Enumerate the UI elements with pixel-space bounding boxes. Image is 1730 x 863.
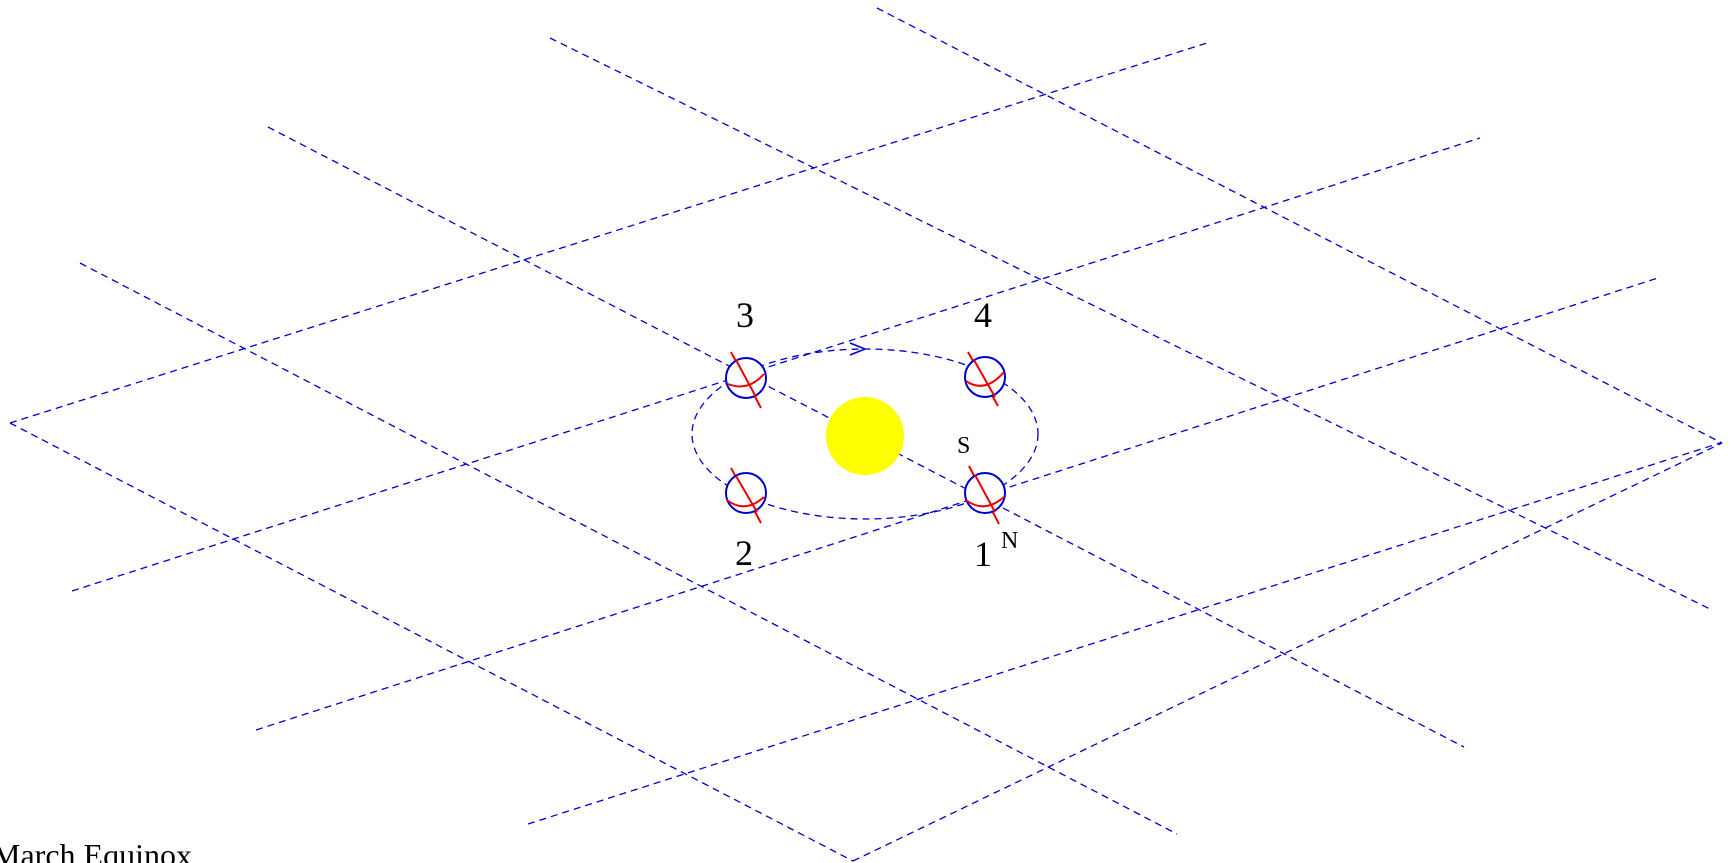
earth-label-1: 1 [974,534,992,574]
earth-axis-inner [735,359,757,398]
earth-label-2: 2 [735,533,753,573]
north-pole-label: N [1001,528,1018,554]
earth-label-4: 4 [974,295,992,335]
grid-line [876,7,1723,444]
sun [826,397,904,475]
grid-line [852,442,1723,862]
ecliptic-grid [9,7,1723,862]
earth-3 [725,351,767,409]
earth-globe [964,356,1006,398]
diagram-caption: March Equinox [0,837,192,863]
earth-equator [726,496,765,508]
earth-equator [965,496,1005,508]
arrow-icon [849,342,868,356]
grid-line [9,422,854,862]
grid-line [527,442,1721,825]
earth-equator [965,371,1005,387]
earth-axis-inner [735,475,758,513]
grid-line [549,37,1713,611]
earth-axis-inner [973,359,996,398]
south-pole-label: S [957,433,970,459]
earth-4 [964,351,1006,407]
grid-line [9,42,1208,424]
earth-1 [964,465,1006,525]
earth-axis-inner [974,474,996,513]
grid-line [255,276,1662,731]
grid-line [71,137,1481,592]
grid-line [79,262,1178,835]
earth-2 [725,467,767,524]
earth-label-3: 3 [736,295,754,335]
earth-equator [727,373,765,388]
